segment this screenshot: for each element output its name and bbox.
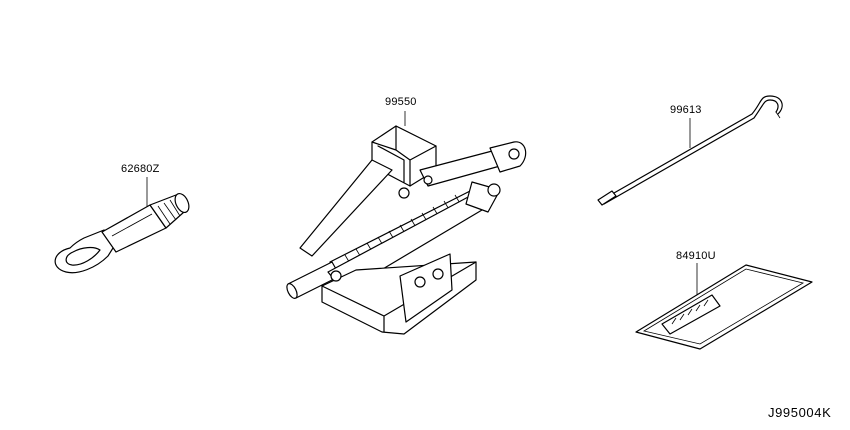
tire-label-text-block — [661, 294, 721, 335]
part-label-tire-label: 84910U — [676, 250, 716, 262]
scissor-jack-drawing — [286, 111, 527, 335]
jack-rod-shaft — [599, 95, 783, 202]
diagram-reference-code: J995004K — [768, 405, 832, 420]
tow-hook-tip — [174, 192, 190, 214]
part-label-tow-hook: 62680Z — [121, 163, 160, 175]
jack-rod-drawing — [597, 95, 783, 206]
jack-upper-left-arm — [299, 159, 393, 257]
tire-label-plate — [635, 264, 813, 350]
part-label-jack-rod: 99613 — [670, 104, 702, 116]
jack-rod-tip — [597, 190, 617, 206]
tow-hook-ring-hole — [65, 246, 101, 266]
tire-label-drawing — [635, 263, 813, 350]
part-label-scissor-jack: 99550 — [385, 96, 417, 108]
tow-hook-drawing — [54, 177, 190, 274]
